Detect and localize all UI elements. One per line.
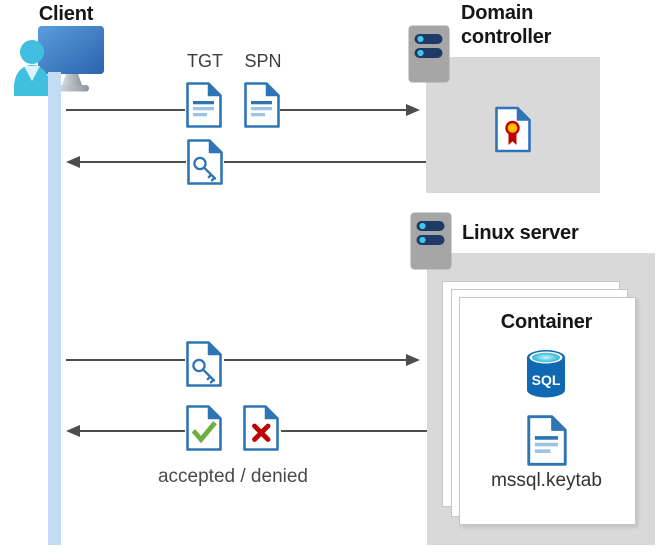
arrow-request-dc-line-left bbox=[66, 109, 185, 111]
linux-server-label: Linux server bbox=[462, 222, 579, 244]
spn-label: SPN bbox=[244, 51, 282, 71]
arrow-result-client-line-right bbox=[281, 430, 427, 432]
domain-controller-label: Domain controller bbox=[461, 2, 552, 48]
client-user-monitor-icon bbox=[14, 26, 104, 96]
denied-cross-document-icon bbox=[242, 405, 280, 451]
sql-database-icon: SQL bbox=[527, 350, 565, 398]
container-label: Container bbox=[500, 311, 593, 333]
arrow-ticket-server-head bbox=[406, 353, 420, 366]
arrow-ticket-client-line-left bbox=[80, 161, 186, 163]
accepted-check-document-icon bbox=[185, 405, 223, 451]
tgt-label: TGT bbox=[187, 51, 223, 71]
client-label: Client bbox=[38, 3, 94, 25]
arrow-ticket-server-line-left bbox=[66, 359, 185, 361]
arrow-ticket-client-line-right bbox=[224, 161, 426, 163]
arrow-ticket-client-head bbox=[66, 155, 80, 168]
sql-badge-text: SQL bbox=[532, 372, 561, 388]
arrow-result-client-head bbox=[66, 424, 80, 437]
arrow-result-client-line-left bbox=[80, 430, 185, 432]
service-ticket-key-document-icon bbox=[186, 139, 224, 185]
keytab-document-icon bbox=[526, 415, 568, 466]
keytab-label: mssql.keytab bbox=[491, 470, 602, 491]
spn-document-icon bbox=[243, 82, 281, 128]
accepted-denied-label: accepted / denied bbox=[157, 466, 308, 487]
arrow-ticket-server-line-right bbox=[224, 359, 407, 361]
container-card bbox=[459, 297, 636, 525]
arrow-request-dc-line-right bbox=[280, 109, 407, 111]
client-lifeline bbox=[48, 72, 61, 545]
certificate-document-icon bbox=[494, 106, 532, 153]
tgt-document-icon bbox=[185, 82, 223, 128]
linux-server-icon bbox=[410, 212, 452, 270]
domain-controller-server-icon bbox=[408, 25, 450, 83]
arrow-request-dc-head bbox=[406, 103, 420, 116]
ticket-key-document-icon bbox=[185, 341, 223, 387]
